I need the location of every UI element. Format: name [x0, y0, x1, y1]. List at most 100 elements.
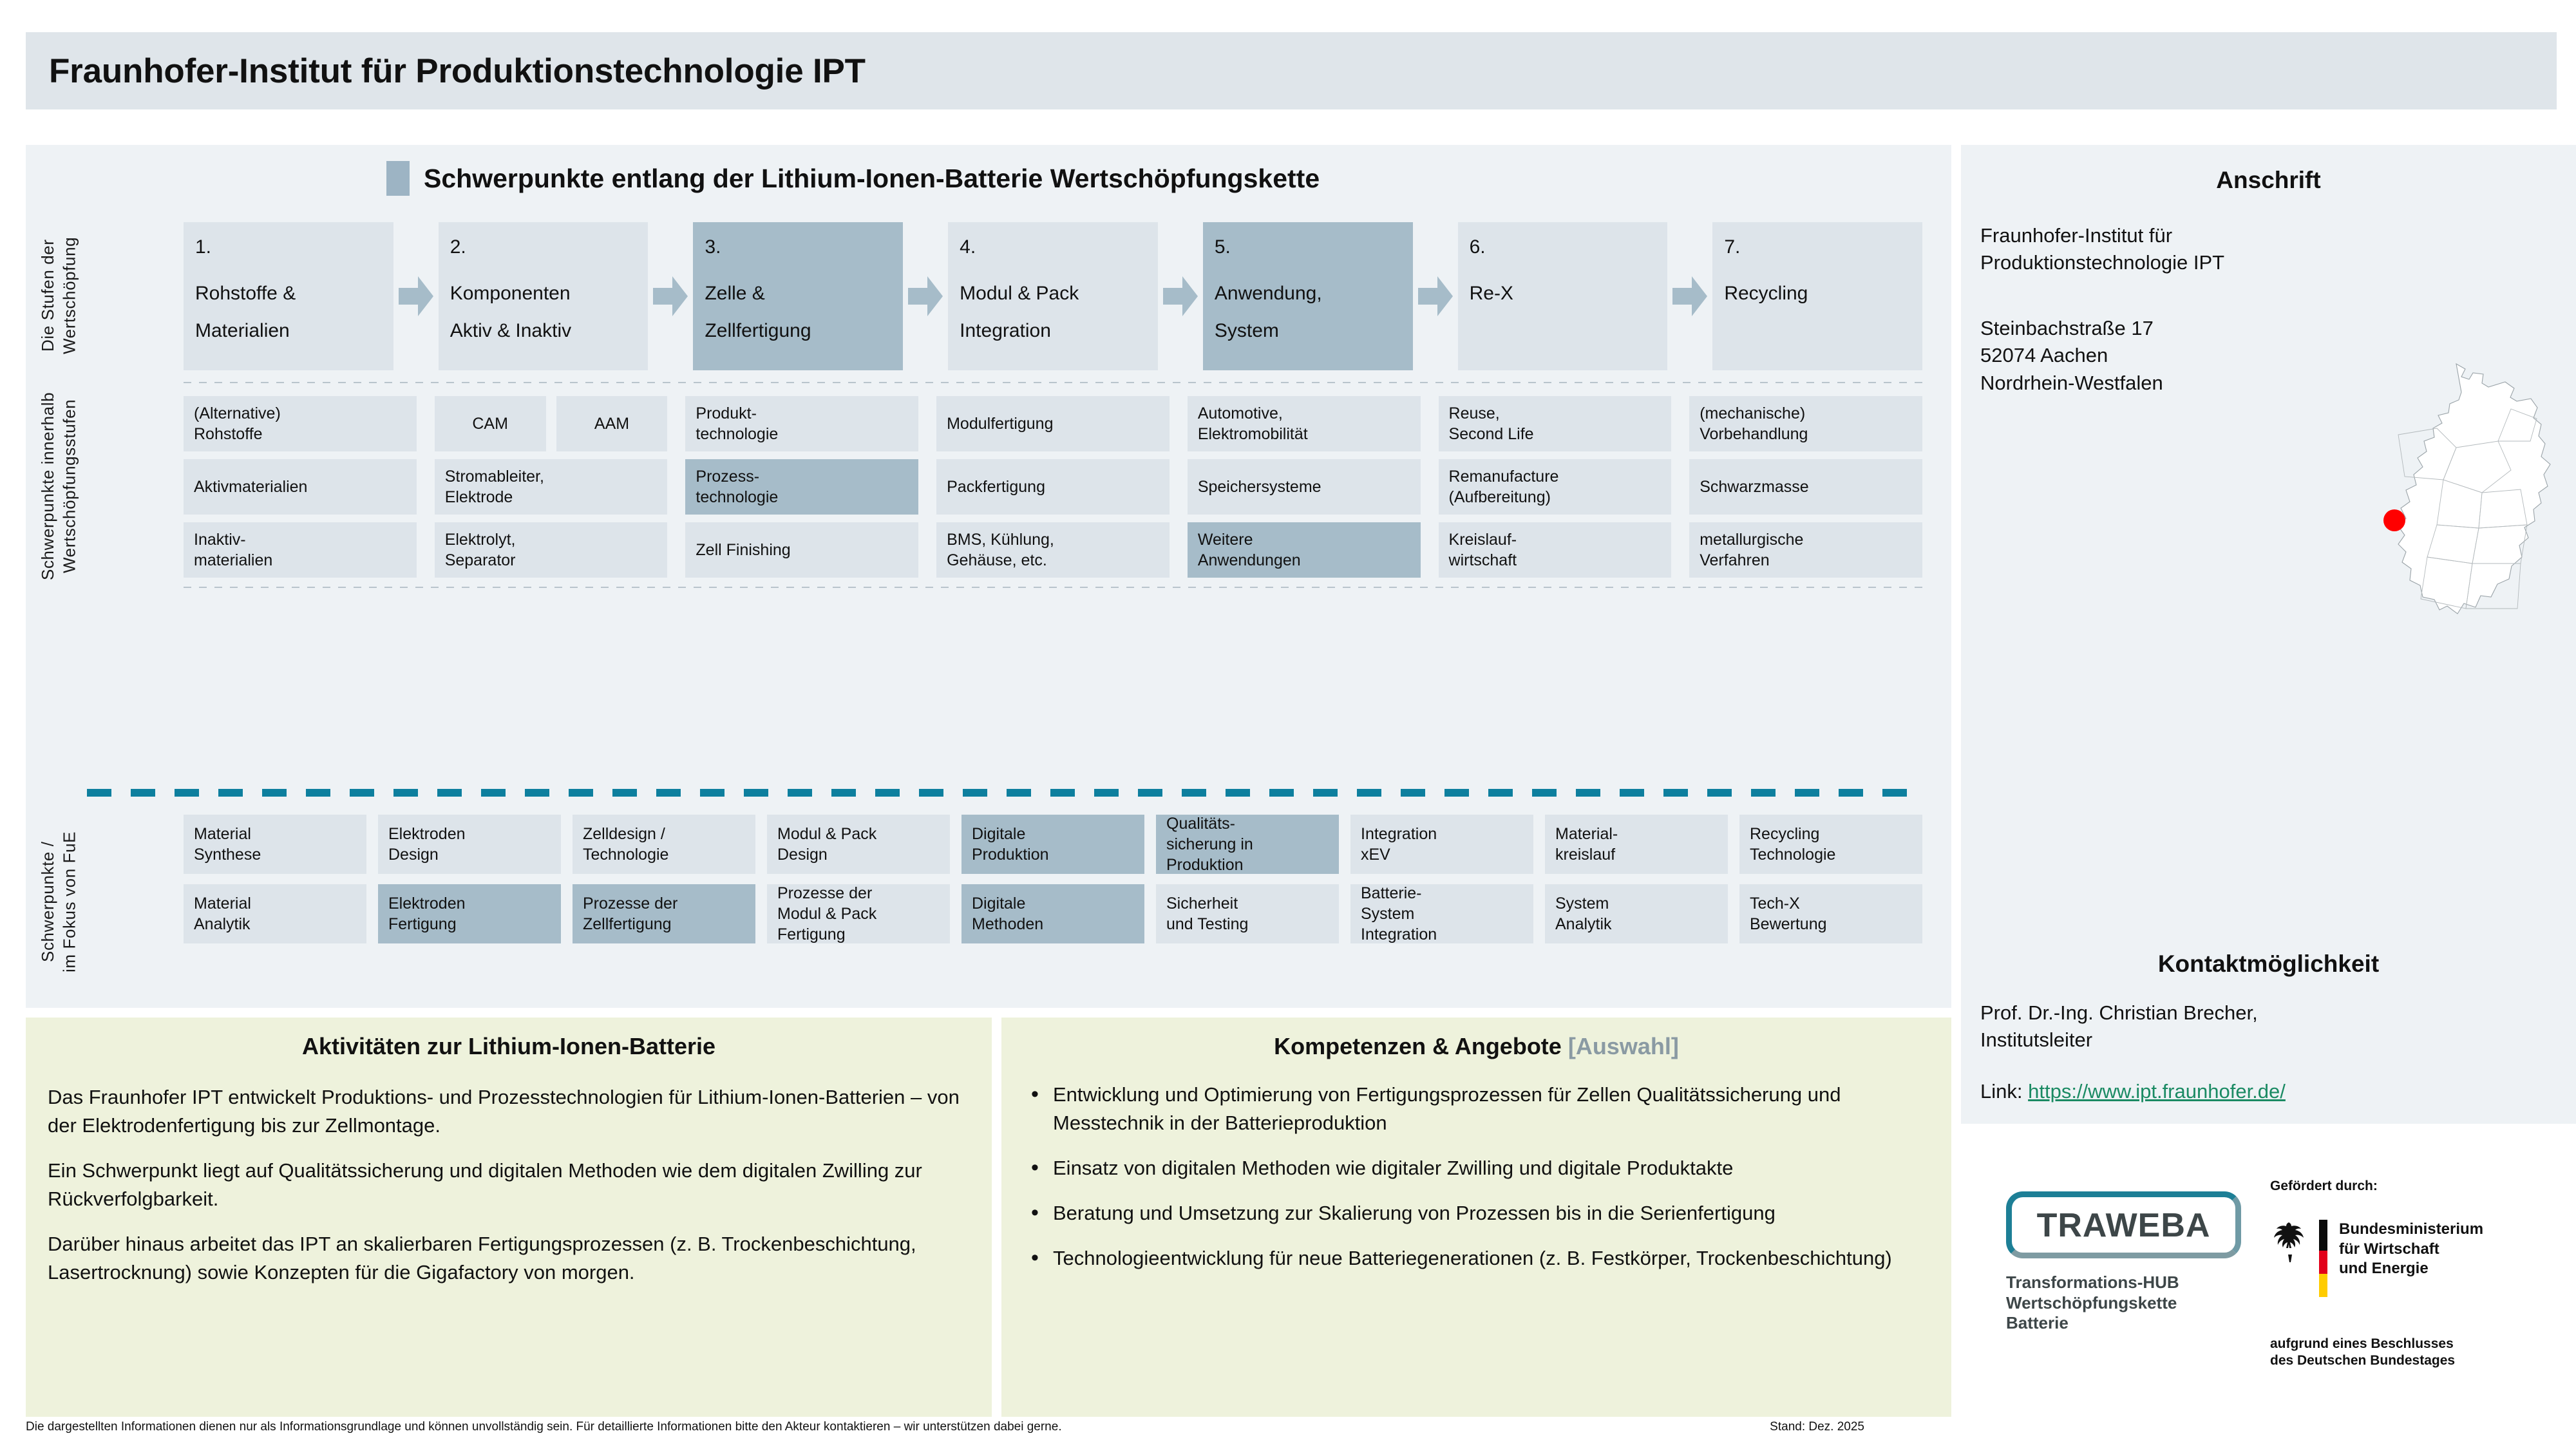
competence-item: Technologieentwicklung für neue Batterie…: [1027, 1242, 1932, 1273]
focus-cell[interactable]: Schwarzmasse: [1689, 459, 1922, 515]
location-marker-icon: [2383, 509, 2405, 531]
focus-cell[interactable]: (Alternative)Rohstoffe: [184, 396, 417, 451]
activities-paragraph: Darüber hinaus arbeitet das IPT an skali…: [48, 1233, 916, 1284]
footer-stand: Stand: Dez. 2025: [1770, 1420, 1864, 1434]
rnd-cell[interactable]: Zelldesign /Technologie: [573, 815, 755, 874]
stage-line-1: Anwendung,: [1214, 282, 1322, 304]
stage-arrow: [1413, 222, 1458, 370]
focus-column-1: Inaktiv-materialien: [184, 522, 417, 578]
heading-marker-icon: [386, 161, 410, 196]
federal-eagle-icon: [2274, 1222, 2304, 1262]
stage-card-5[interactable]: 5. Anwendung, System: [1202, 222, 1413, 370]
stage-arrow: [903, 222, 948, 370]
focus-cell[interactable]: Prozess-technologie: [685, 459, 919, 515]
competences-title-main: Kompetenzen & Angebote: [1274, 1033, 1568, 1059]
focus-cell[interactable]: Aktivmaterialien: [184, 459, 417, 515]
stage-line-1: Recycling: [1724, 282, 1808, 304]
footer: Die dargestellten Informationen dienen n…: [26, 1420, 2557, 1434]
activities-title: Aktivitäten zur Lithium-Ionen-Batterie: [301, 1033, 716, 1059]
focus-column-6: Remanufacture(Aufbereitung): [1438, 459, 1672, 515]
focus-cell[interactable]: AAM: [556, 396, 668, 451]
rnd-cell[interactable]: Material-kreislauf: [1545, 815, 1728, 874]
focus-cell[interactable]: Automotive,Elektromobilität: [1187, 396, 1421, 451]
focus-column-4: Modulfertigung: [936, 396, 1170, 451]
funded-by-label: Gefördert durch:: [2270, 1179, 2378, 1193]
stage-line-2: Zellfertigung: [705, 319, 811, 341]
focus-column-4: Packfertigung: [936, 459, 1170, 515]
focus-column-1: (Alternative)Rohstoffe: [184, 396, 417, 451]
focus-column-7: Schwarzmasse: [1689, 459, 1922, 515]
focus-cell[interactable]: Packfertigung: [936, 459, 1170, 515]
value-chain-panel: Schwerpunkte entlang der Lithium-Ionen-B…: [26, 145, 1951, 1008]
focus-cell[interactable]: Produkt-technologie: [685, 396, 919, 451]
focus-cell[interactable]: Stromableiter,Elektrode: [434, 459, 668, 515]
stage-arrow: [393, 222, 439, 370]
stage-card-3[interactable]: 3.Zelle &Zellfertigung: [693, 222, 904, 370]
focus-cell[interactable]: Speichersysteme: [1187, 459, 1421, 515]
competence-item: Beratung und Umsetzung zur Skalierung vo…: [1027, 1197, 1932, 1228]
focus-cell[interactable]: (mechanische)Vorbehandlung: [1689, 396, 1922, 451]
focus-cell[interactable]: Remanufacture(Aufbereitung): [1438, 459, 1672, 515]
stage-number: 5.: [1214, 236, 1231, 258]
page-title-bar: Fraunhofer-Institut für Produktionstechn…: [26, 32, 2557, 109]
focus-column-2: Elektrolyt,Separator: [434, 522, 668, 578]
stage-line-1: Modul & Pack: [960, 282, 1079, 304]
activities-paragraph: Ein Schwerpunkt liegt auf Qualitätssiche…: [48, 1159, 922, 1211]
focus-cell[interactable]: Elektrolyt,Separator: [434, 522, 668, 578]
link-label: Link:: [1980, 1080, 2029, 1103]
traweba-name: TRAWEBA: [2036, 1207, 2211, 1244]
focus-cell[interactable]: Kreislauf-wirtschaft: [1438, 522, 1672, 578]
competence-item: Entwicklung und Optimierung von Fertigun…: [1027, 1079, 1932, 1137]
focus-cell[interactable]: Modulfertigung: [936, 396, 1170, 451]
stage-number: 7.: [1724, 236, 1741, 258]
stage-card-1[interactable]: 1.Rohstoffe &Materialien: [184, 222, 393, 370]
contact-title: Kontaktmöglichkeit: [2157, 950, 2380, 977]
activities-paragraph: Das Fraunhofer IPT entwickelt Produktion…: [48, 1086, 960, 1137]
stage-line-2: System: [1214, 319, 1279, 341]
focus-row-3: Inaktiv-materialien Elektrolyt,Separator Z…: [184, 522, 1922, 578]
focus-cell[interactable]: Reuse,Second Life: [1438, 396, 1672, 451]
panel-heading-text: Schwerpunkte entlang der Lithium-Ionen-B…: [424, 163, 1320, 193]
focus-cell[interactable]: Inaktiv-materialien: [184, 522, 417, 578]
stage-card-6[interactable]: 6.Re-X: [1457, 222, 1668, 370]
focus-column-4: BMS, Kühlung,Gehäuse, etc.: [936, 522, 1170, 578]
focus-cell[interactable]: CAM: [434, 396, 546, 451]
activities-box: Aktivitäten zur Lithium-Ionen-Batterie D…: [26, 1018, 992, 1417]
contact-person: Prof. Dr.-Ing. Christian Brecher,Institu…: [1980, 1001, 2258, 1051]
focus-column-3: Zell Finishing: [685, 522, 919, 578]
focus-column-6: Kreislauf-wirtschaft: [1438, 522, 1672, 578]
focus-cell[interactable]: BMS, Kühlung,Gehäuse, etc.: [936, 522, 1170, 578]
stage-line-1: Komponenten: [450, 282, 571, 304]
website-link[interactable]: https://www.ipt.fraunhofer.de/: [2028, 1080, 2286, 1103]
stage-card-7[interactable]: 7. Recycling: [1712, 222, 1923, 370]
focus-cell[interactable]: Zell Finishing: [685, 522, 919, 578]
stage-number: 2.: [450, 236, 466, 258]
focus-column-5: Automotive,Elektromobilität: [1187, 396, 1421, 451]
